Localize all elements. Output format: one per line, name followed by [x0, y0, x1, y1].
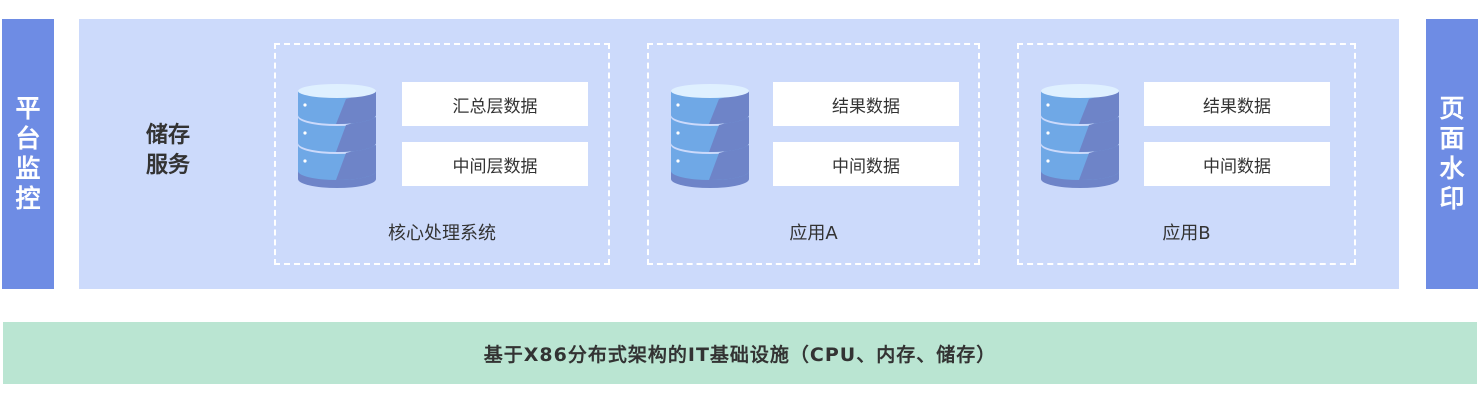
storage-service-label: 储存服务: [146, 121, 202, 181]
data-box-result: 结果数据: [1144, 82, 1330, 126]
database-icon: [669, 83, 751, 191]
platform-monitoring-bar: 平台监控: [2, 19, 54, 289]
data-box-result: 结果数据: [773, 82, 959, 126]
group-app-a: 结果数据 中间数据 应用A: [647, 43, 980, 265]
group-caption: 应用B: [1019, 219, 1354, 245]
group-caption: 核心处理系统: [276, 219, 608, 245]
infrastructure-label: 基于X86分布式架构的IT基础设施（CPU、内存、储存）: [484, 340, 996, 367]
page-watermark-bar: 页面水印: [1426, 19, 1478, 289]
database-icon: [296, 83, 378, 191]
platform-monitoring-label: 平台监控: [14, 94, 42, 214]
data-box-intermediate: 中间数据: [1144, 142, 1330, 186]
group-core-processing: 汇总层数据 中间层数据 核心处理系统: [274, 43, 610, 265]
data-box-intermediate-layer: 中间层数据: [402, 142, 588, 186]
infrastructure-bar: 基于X86分布式架构的IT基础设施（CPU、内存、储存）: [3, 322, 1477, 384]
data-box-intermediate: 中间数据: [773, 142, 959, 186]
database-icon: [1039, 83, 1121, 191]
group-caption: 应用A: [649, 219, 978, 245]
group-app-b: 结果数据 中间数据 应用B: [1017, 43, 1356, 265]
data-box-summary-layer: 汇总层数据: [402, 82, 588, 126]
page-watermark-label: 页面水印: [1438, 94, 1466, 214]
